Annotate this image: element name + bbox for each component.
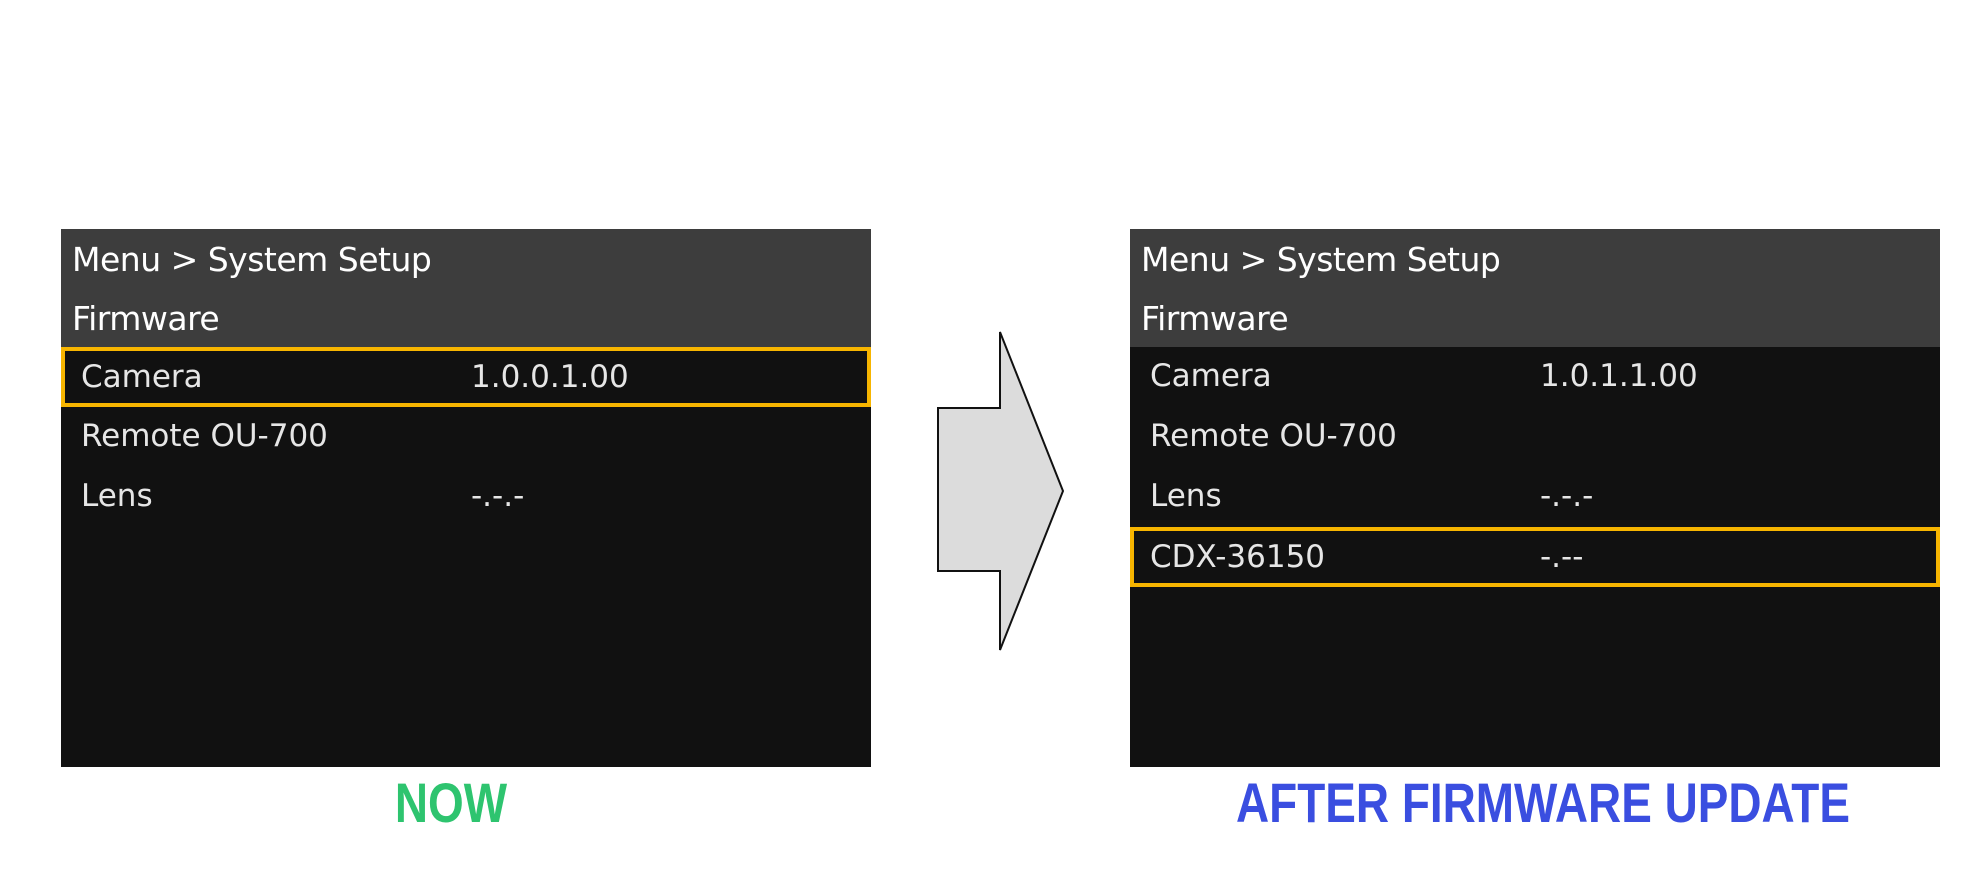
menu-header: Menu > System Setup Firmware	[61, 229, 871, 347]
firmware-row-camera[interactable]: Camera 1.0.1.1.00	[1130, 347, 1940, 407]
row-label: Remote OU-700	[1150, 418, 1397, 454]
row-label: Remote OU-700	[81, 418, 328, 454]
row-value: -.-.-	[471, 478, 525, 514]
caption-after-update: AFTER FIRMWARE UPDATE	[1236, 771, 1850, 834]
firmware-row-camera[interactable]: Camera 1.0.0.1.00	[61, 347, 871, 407]
firmware-row-lens[interactable]: Lens -.-.-	[61, 467, 871, 527]
breadcrumb: Menu > System Setup	[72, 240, 432, 279]
firmware-row-remote[interactable]: Remote OU-700	[61, 407, 871, 467]
firmware-row-remote[interactable]: Remote OU-700	[1130, 407, 1940, 467]
row-label: Camera	[81, 359, 203, 395]
row-value: 1.0.1.1.00	[1540, 358, 1698, 394]
row-value: 1.0.0.1.00	[471, 359, 629, 395]
row-label: CDX-36150	[1150, 539, 1326, 575]
row-label: Lens	[81, 478, 153, 514]
firmware-screen-before: Menu > System Setup Firmware Camera 1.0.…	[61, 229, 871, 767]
firmware-row-lens[interactable]: Lens -.-.-	[1130, 467, 1940, 527]
row-label: Camera	[1150, 358, 1272, 394]
firmware-screen-after: Menu > System Setup Firmware Camera 1.0.…	[1130, 229, 1940, 767]
row-value: -.-.-	[1540, 478, 1594, 514]
firmware-row-cdx[interactable]: CDX-36150 -.--	[1130, 527, 1940, 587]
caption-now: NOW	[394, 771, 508, 834]
page-title: Firmware	[1141, 299, 1289, 338]
arrow-right-icon	[937, 331, 1065, 651]
menu-header: Menu > System Setup Firmware	[1130, 229, 1940, 347]
page-title: Firmware	[72, 299, 220, 338]
breadcrumb: Menu > System Setup	[1141, 240, 1501, 279]
row-value: -.--	[1540, 539, 1584, 575]
row-label: Lens	[1150, 478, 1222, 514]
